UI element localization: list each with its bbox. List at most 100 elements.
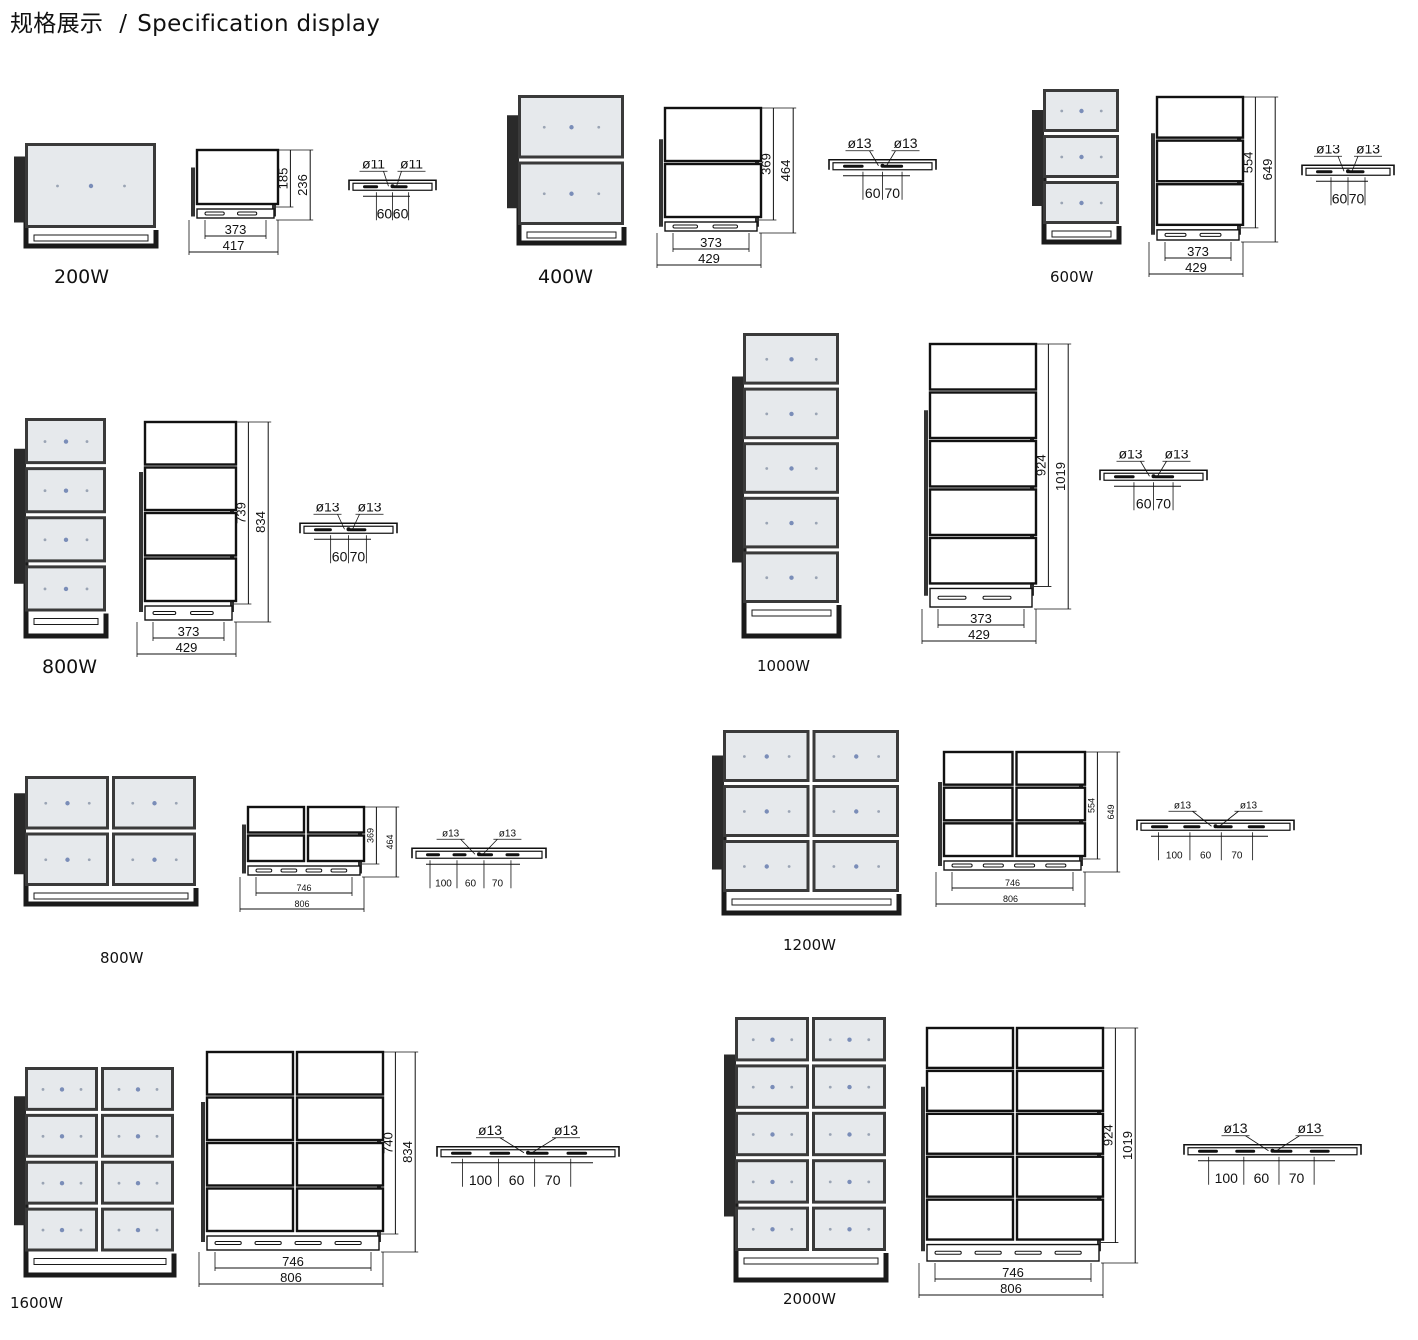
module-outline — [1015, 1155, 1105, 1198]
spacing-dimension: 70 — [1289, 1170, 1305, 1186]
module-outline — [1155, 139, 1245, 183]
module-outline — [295, 1187, 385, 1233]
lamp-housing — [14, 793, 26, 875]
spacing-dimension: 60 — [377, 205, 393, 221]
height-inner-dimension: 924 — [1033, 454, 1048, 476]
hole-diameter-right: ø13 — [1164, 450, 1188, 461]
wattage-label: 800W — [42, 656, 98, 678]
module-outline — [1015, 822, 1087, 858]
module-outline — [195, 148, 280, 206]
module-outline — [928, 488, 1038, 537]
module-outline — [205, 1050, 295, 1096]
width-outer-dimension: 806 — [294, 899, 309, 909]
base-plate — [929, 587, 1033, 608]
module-outline — [1015, 1112, 1105, 1155]
hole-diameter-left: ø13 — [1174, 800, 1192, 811]
side-housing — [436, 1145, 620, 1157]
side-housing — [411, 847, 547, 859]
width-inner-dimension: 746 — [1002, 1265, 1024, 1280]
module-outline — [205, 1141, 295, 1187]
hole-diameter-left: ø13 — [442, 828, 460, 839]
spacing-dimension: 60 — [465, 878, 477, 889]
spacing-dimension: 70 — [492, 878, 504, 889]
spacing-dimension: 70 — [1155, 495, 1171, 511]
height-outer-dimension: 649 — [1106, 804, 1116, 819]
height-inner-dimension: 369 — [365, 828, 375, 843]
base-plate — [1156, 229, 1240, 241]
module-outline — [295, 1096, 385, 1142]
width-inner-dimension: 373 — [225, 222, 247, 237]
base-plate — [206, 1235, 380, 1251]
spacing-dimension: 100 — [469, 1172, 493, 1188]
base-plate — [247, 865, 361, 876]
title-cn: 规格展示 — [10, 11, 104, 37]
height-inner-dimension: 554 — [1086, 798, 1096, 813]
wattage-label: 400W — [538, 266, 594, 288]
lamp-housing — [507, 115, 519, 209]
hole-diameter-right: ø11 — [400, 160, 423, 171]
module-outline — [1155, 183, 1245, 227]
width-outer-dimension: 429 — [176, 640, 198, 655]
module-outline — [143, 557, 238, 603]
side-housing — [828, 158, 937, 170]
wattage-label: 2000W — [783, 1290, 837, 1308]
lamp-housing — [1032, 110, 1044, 206]
wattage-label: 1000W — [757, 657, 811, 675]
hole-diameter-left: ø11 — [362, 160, 385, 171]
module-outline — [928, 439, 1038, 488]
width-inner-dimension: 373 — [700, 235, 722, 250]
module-outline — [205, 1096, 295, 1142]
height-outer-dimension: 464 — [778, 160, 793, 182]
hole-diameter-right: ø13 — [357, 503, 381, 514]
floodlight-photo — [722, 1014, 892, 1284]
height-inner-dimension: 924 — [1100, 1124, 1115, 1146]
hole-diameter-left: ø13 — [847, 135, 871, 151]
spacing-dimension: 60 — [1254, 1170, 1270, 1186]
module-outline — [928, 536, 1038, 585]
spacing-dimension: 60 — [1332, 190, 1348, 206]
side-housing — [299, 522, 398, 534]
width-outer-dimension: 429 — [1185, 260, 1207, 275]
module-outline — [1015, 1026, 1105, 1070]
floodlight-photo — [505, 92, 630, 247]
module-outline — [925, 1112, 1015, 1155]
base-plate — [144, 605, 233, 621]
page-title: 规格展示/Specification display — [10, 4, 380, 38]
module-outline — [306, 834, 366, 863]
width-inner-dimension: 373 — [1187, 244, 1209, 259]
wattage-label: 800W — [100, 949, 144, 967]
module-outline — [1015, 786, 1087, 822]
base-plate — [943, 860, 1082, 871]
width-outer-dimension: 806 — [1000, 1281, 1022, 1296]
lamp-housing — [712, 755, 724, 870]
module-outline — [306, 805, 366, 834]
spacing-dimension: 70 — [884, 185, 900, 201]
spacing-dimension: 60 — [1136, 495, 1152, 511]
spacing-dimension: 60 — [509, 1172, 525, 1188]
hole-diameter-left: ø13 — [478, 1122, 502, 1138]
module-outline — [1015, 750, 1087, 786]
module-outline — [295, 1141, 385, 1187]
module-outline — [928, 391, 1038, 440]
hole-diameter-right: ø13 — [499, 828, 517, 839]
width-outer-dimension: 429 — [698, 251, 720, 266]
side-housing — [1183, 1143, 1362, 1155]
spacing-dimension: 60 — [332, 548, 348, 564]
module-outline — [1015, 1069, 1105, 1113]
height-outer-dimension: 649 — [1260, 159, 1275, 181]
height-outer-dimension: 236 — [295, 174, 310, 196]
module-outline — [663, 162, 763, 219]
module-outline — [1155, 95, 1245, 139]
module-outline — [928, 342, 1038, 391]
hole-diameter-right: ø13 — [893, 135, 917, 151]
base-plate — [196, 208, 275, 219]
hole-diameter-left: ø13 — [315, 503, 339, 514]
spacing-dimension: 70 — [545, 1172, 561, 1188]
